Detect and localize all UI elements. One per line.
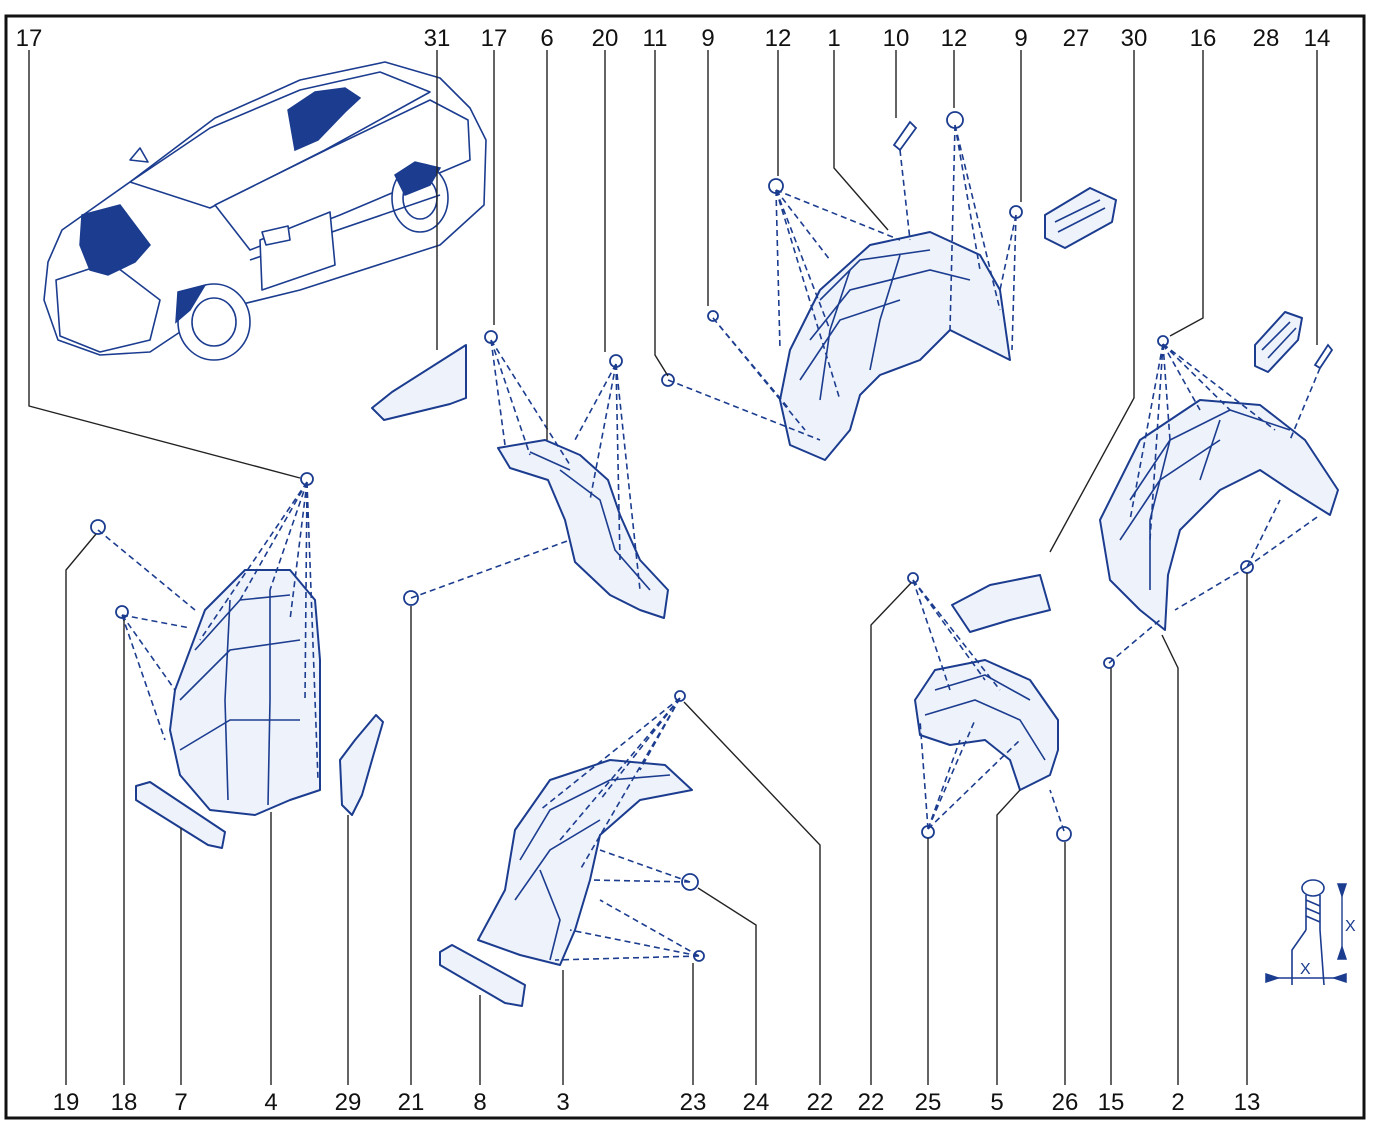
callout-top: 17 bbox=[481, 25, 508, 52]
fastener-22-right bbox=[907, 572, 919, 584]
callout-bottom: 5 bbox=[990, 1089, 1003, 1116]
part-4-front-liner bbox=[169, 569, 321, 816]
callout-top: 11 bbox=[643, 25, 668, 52]
callout-top: 27 bbox=[1063, 25, 1090, 52]
part-6-splash-shield bbox=[497, 439, 669, 619]
bolt-dimension-detail: X X bbox=[1265, 879, 1356, 986]
callouts-bottom-row: 19 18 7 4 29 21 8 3 23 24 22 22 25 5 26 … bbox=[53, 1089, 1261, 1116]
callout-top: 9 bbox=[1014, 25, 1027, 52]
fasteners bbox=[90, 111, 1334, 962]
assembly-arrows bbox=[97, 124, 1321, 961]
callout-top: 12 bbox=[765, 25, 792, 52]
callout-bottom: 13 bbox=[1234, 1089, 1261, 1116]
part-27-vent-grille bbox=[1044, 187, 1117, 249]
callout-bottom: 8 bbox=[473, 1089, 486, 1116]
fastener-19 bbox=[90, 519, 106, 535]
leader-lines bbox=[28, 50, 1318, 1085]
callout-top: 6 bbox=[540, 25, 553, 52]
callouts-top-row: 17 31 17 6 20 11 9 12 1 10 12 9 27 30 16… bbox=[16, 25, 1331, 52]
callout-top: 30 bbox=[1121, 25, 1148, 52]
car-overview-illustration bbox=[43, 61, 487, 361]
callout-bottom: 23 bbox=[680, 1089, 707, 1116]
dimension-label-vertical: X bbox=[1345, 918, 1356, 935]
callout-top: 17 bbox=[16, 25, 43, 52]
callout-bottom: 19 bbox=[53, 1089, 80, 1116]
part-1-rear-liner bbox=[779, 231, 1011, 461]
callout-bottom: 22 bbox=[858, 1089, 885, 1116]
callout-top: 10 bbox=[883, 25, 910, 52]
callout-top: 1 bbox=[827, 25, 840, 52]
fastener-10 bbox=[892, 120, 918, 152]
callout-bottom: 22 bbox=[807, 1089, 834, 1116]
part-5-rear-splash bbox=[914, 659, 1059, 791]
fastener-26 bbox=[1056, 826, 1072, 842]
callout-top: 16 bbox=[1190, 25, 1217, 52]
fastener-9-left bbox=[707, 310, 719, 322]
fastener-14 bbox=[1313, 343, 1334, 370]
callout-bottom: 4 bbox=[264, 1089, 277, 1116]
part-8-bracket bbox=[439, 944, 526, 1007]
part-28-vent-grille bbox=[1254, 311, 1303, 373]
callout-bottom: 15 bbox=[1098, 1089, 1125, 1116]
part-2-rear-liner bbox=[1099, 399, 1339, 631]
callout-bottom: 7 bbox=[174, 1089, 187, 1116]
part-3-front-liner bbox=[477, 759, 693, 966]
callout-top: 9 bbox=[701, 25, 714, 52]
callout-bottom: 29 bbox=[335, 1089, 362, 1116]
callout-bottom: 21 bbox=[398, 1089, 425, 1116]
fastener-22-mid bbox=[674, 690, 686, 702]
callout-top: 28 bbox=[1253, 25, 1280, 52]
callout-bottom: 3 bbox=[556, 1089, 569, 1116]
part-31-trim bbox=[371, 344, 467, 421]
callout-top: 14 bbox=[1304, 25, 1331, 52]
callout-bottom: 26 bbox=[1052, 1089, 1079, 1116]
callout-top: 31 bbox=[424, 25, 451, 52]
callout-bottom: 2 bbox=[1171, 1089, 1184, 1116]
dimension-label-horizontal: X bbox=[1300, 961, 1311, 978]
part-29-bracket bbox=[339, 714, 384, 816]
callout-bottom: 25 bbox=[915, 1089, 942, 1116]
callout-top: 12 bbox=[941, 25, 968, 52]
callout-top: 20 bbox=[592, 25, 619, 52]
part-30-trim bbox=[951, 574, 1051, 633]
diagram-frame bbox=[4, 14, 1366, 1120]
callout-bottom: 24 bbox=[743, 1089, 770, 1116]
part-7-bracket bbox=[135, 781, 226, 849]
callout-bottom: 18 bbox=[111, 1089, 138, 1116]
